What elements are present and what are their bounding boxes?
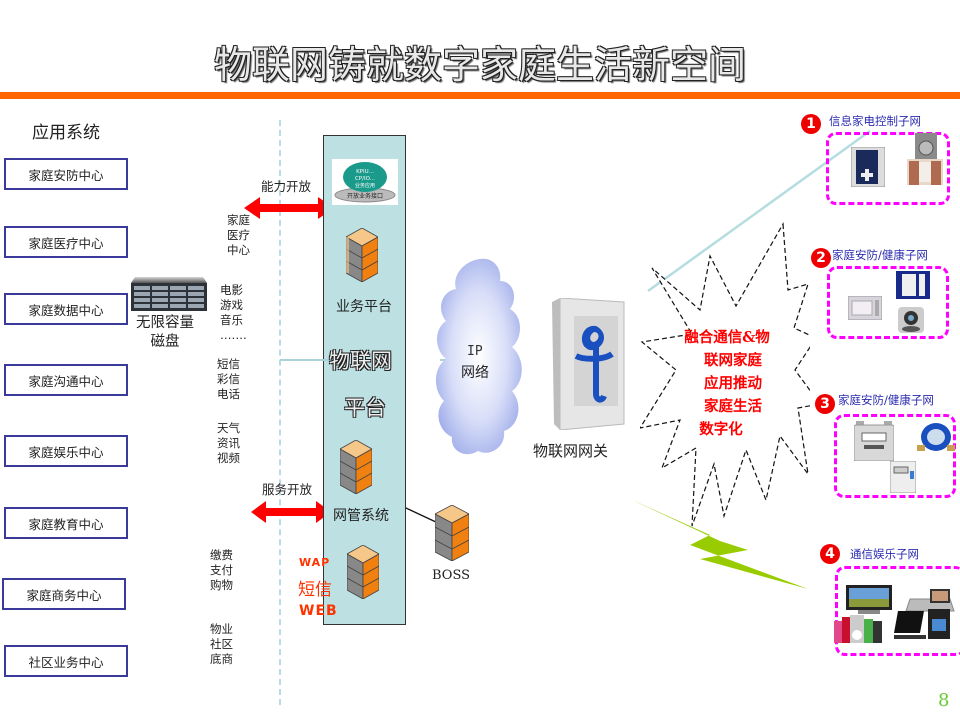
electric-meter-icon — [890, 461, 916, 493]
subnet-3-badge: 3 — [815, 394, 835, 414]
gateway-uplink-line — [647, 129, 871, 293]
computer-icon — [894, 609, 950, 639]
capability-open-arrow — [244, 197, 334, 219]
iot-gateway-icon — [552, 298, 625, 430]
app-box-label: 家庭医疗中心 — [28, 235, 104, 251]
callout-text: 融合通信&物 联网家庭 应用推动 家庭生活 数字化 — [652, 326, 802, 441]
app-box-security[interactable]: 家庭安防中心 — [4, 158, 128, 190]
app-box-education[interactable]: 家庭教育中心 — [4, 507, 128, 539]
business-platform-server-icon — [346, 228, 378, 282]
boss-label: BOSS — [432, 568, 471, 583]
app-box-entertainment[interactable]: 家庭娱乐中心 — [4, 435, 128, 467]
subnet-2-box[interactable] — [827, 266, 949, 339]
boundary-dashed-line — [279, 120, 281, 705]
callout-line-4: 家庭生活 — [704, 398, 762, 415]
webcam-icon — [898, 307, 924, 333]
svg-text:开放业务接口: 开放业务接口 — [347, 192, 383, 200]
app-box-community[interactable]: 社区业务中心 — [4, 645, 128, 677]
page-title: 物联网铸就数字家庭生活新空间 — [213, 43, 746, 87]
callout-line-1: 融合通信&物 — [684, 329, 770, 346]
subnet-1-label: 信息家电控制子网 — [829, 114, 921, 128]
microwave-icon — [848, 296, 882, 320]
svg-text:KPIU...: KPIU... — [356, 169, 374, 175]
app-box-label: 家庭安防中心 — [28, 167, 104, 183]
capability-open-label: 能力开放 — [261, 179, 312, 194]
platform-name-line1: 物联网 — [329, 349, 392, 373]
disk-array-icon — [131, 277, 207, 311]
callout-line-5: 数字化 — [699, 421, 743, 438]
app-systems-heading: 应用系统 — [32, 123, 100, 143]
gas-meter-icon — [854, 421, 894, 461]
callout-line-2: 联网家庭 — [704, 352, 762, 369]
open-interface-icon: KPIU... CP/IO... 业务应用 开放业务接口 — [332, 159, 398, 205]
service-list-messaging: 短信 彩信 电话 — [217, 357, 240, 401]
wireless-lightning-icon — [630, 499, 808, 589]
platform-name-line2: 平台 — [344, 396, 386, 420]
page-number: 8 — [938, 690, 950, 711]
channel-wap: WAP — [299, 556, 331, 569]
app-box-label: 家庭数据中心 — [28, 302, 104, 318]
app-box-commerce[interactable]: 家庭商务中心 — [2, 578, 126, 610]
control-panel-icon — [851, 147, 885, 187]
callout-starburst — [640, 222, 810, 527]
channel-web: WEB — [299, 603, 338, 619]
subnet-4-badge: 4 — [820, 544, 840, 564]
service-list-payment: 缴费 支付 购物 — [210, 548, 233, 592]
boss-server-icon — [435, 505, 469, 561]
business-platform-label: 业务平台 — [336, 299, 392, 315]
ip-label: IP — [467, 344, 483, 359]
door-sensor-icon — [896, 271, 930, 299]
nms-server-icon — [340, 440, 372, 494]
tv-icon — [846, 585, 892, 614]
svg-text:CP/IO...: CP/IO... — [355, 176, 375, 182]
app-box-label: 家庭娱乐中心 — [28, 444, 104, 460]
service-list-info: 天气 资讯 视频 — [217, 421, 240, 465]
app-box-label: 社区业务中心 — [28, 654, 104, 670]
app-box-label: 家庭沟通中心 — [28, 373, 104, 389]
callout-line-3: 应用推动 — [704, 375, 762, 392]
service-open-arrow — [251, 501, 331, 523]
app-box-data[interactable]: 家庭数据中心 — [4, 293, 128, 325]
app-box-medical[interactable]: 家庭医疗中心 — [4, 226, 128, 258]
service-open-label: 服务开放 — [262, 482, 313, 497]
subnet-3-box[interactable] — [834, 414, 956, 498]
app-box-label: 家庭商务中心 — [26, 587, 102, 603]
channel-server-icon — [347, 545, 379, 599]
boss-link — [405, 507, 439, 524]
app-box-label: 家庭教育中心 — [28, 516, 104, 532]
curtain-icon — [907, 159, 943, 185]
service-list-medical: 家庭 医疗 中心 — [227, 213, 250, 257]
service-list-property: 物业 社区 底商 — [210, 622, 233, 666]
title-divider — [0, 92, 960, 99]
subnet-3-label: 家庭安防/健康子网 — [838, 393, 934, 407]
gateway-label: 物联网网关 — [533, 442, 609, 460]
subnet-1-box[interactable] — [826, 132, 950, 205]
network-label: 网络 — [461, 365, 489, 381]
subnet-2-label: 家庭安防/健康子网 — [832, 248, 928, 262]
channel-sms: 短信 — [298, 580, 332, 600]
subnet-4-box[interactable] — [834, 566, 960, 656]
platform-connector-line — [280, 359, 332, 361]
service-list-media: 电影 游戏 音乐 ……. — [220, 283, 247, 342]
subnet-1-badge: 1 — [801, 114, 821, 134]
nms-label: 网管系统 — [333, 508, 389, 524]
mp3-players-icon — [834, 615, 882, 643]
subnet-2-badge: 2 — [811, 248, 831, 268]
ip-network-cloud-icon — [435, 258, 522, 455]
disk-label: 无限容量 磁盘 — [136, 315, 194, 350]
iot-platform-panel — [323, 135, 406, 625]
subnet-4-label: 通信娱乐子网 — [850, 547, 919, 561]
app-box-communication[interactable]: 家庭沟通中心 — [4, 364, 128, 396]
washing-machine-icon — [915, 133, 937, 159]
water-meter-icon — [917, 423, 955, 451]
svg-text:业务应用: 业务应用 — [355, 182, 375, 189]
